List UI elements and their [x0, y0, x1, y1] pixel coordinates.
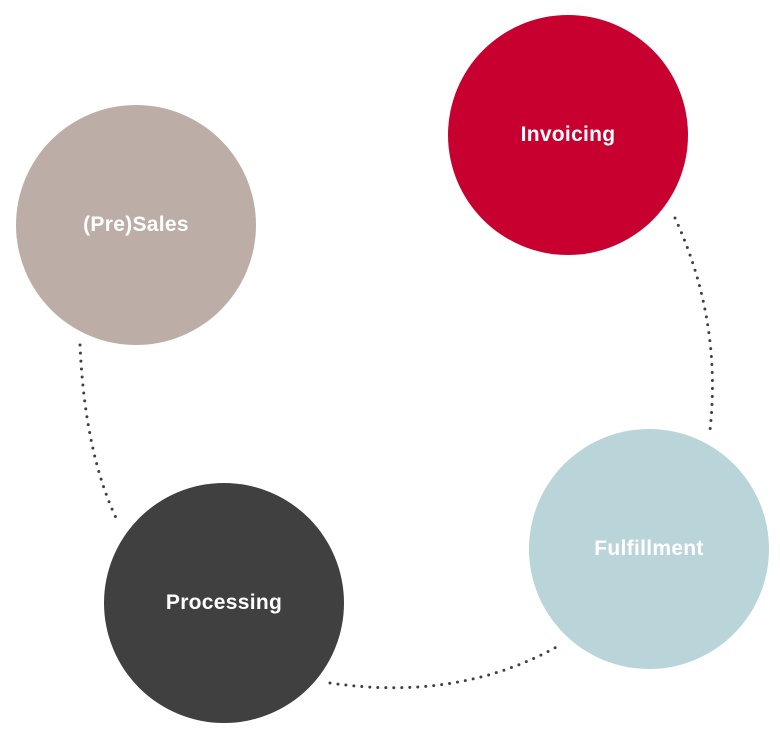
node-fulfillment: Fulfillment — [529, 429, 769, 669]
node-label: (Pre)Sales — [83, 213, 189, 236]
connector-processing-fulfillment — [328, 643, 562, 690]
node-processing: Processing — [104, 483, 344, 723]
node-label: Processing — [165, 591, 283, 614]
node-invoicing: Invoicing — [448, 15, 688, 255]
node-presales: (Pre)Sales — [16, 105, 256, 345]
connector-presales-processing — [78, 343, 120, 524]
node-label: Invoicing — [520, 123, 616, 146]
connector-invoicing-fulfillment — [673, 216, 714, 432]
node-label: Fulfillment — [594, 537, 704, 560]
